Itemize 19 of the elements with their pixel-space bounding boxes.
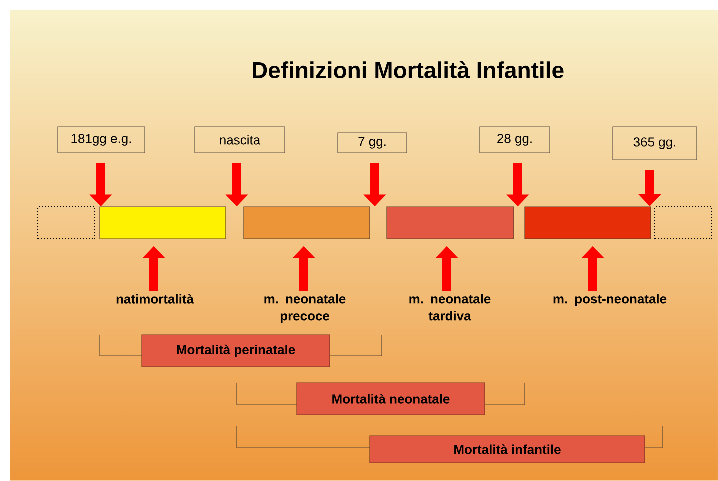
period-label: m. post-neonatale	[554, 294, 667, 306]
timeline-bar	[386, 206, 514, 240]
date-box: 28 gg.	[480, 126, 550, 154]
date-box: 181gg e.g.	[58, 126, 146, 154]
period-label: natimortalità	[116, 294, 194, 304]
period-label: m. neonatale precoce	[264, 294, 346, 324]
date-box: nascita	[194, 126, 286, 154]
period-label: m. neonatale tardiva	[410, 294, 491, 321]
dotted-box	[38, 206, 96, 240]
dotted-box	[654, 206, 712, 240]
mortality-box: Mortalità neonatale	[296, 382, 486, 416]
date-box: 365 gg.	[612, 126, 698, 160]
timeline-bar	[524, 206, 652, 240]
date-box: 7 gg.	[338, 132, 408, 154]
mortality-box: Mortalità infantile	[370, 436, 646, 464]
timeline-bar	[244, 206, 370, 240]
mortality-box: Mortalità perinatale	[142, 334, 330, 368]
timeline-bar	[100, 206, 226, 240]
title: Definizioni Mortalità Infantile	[253, 61, 564, 79]
